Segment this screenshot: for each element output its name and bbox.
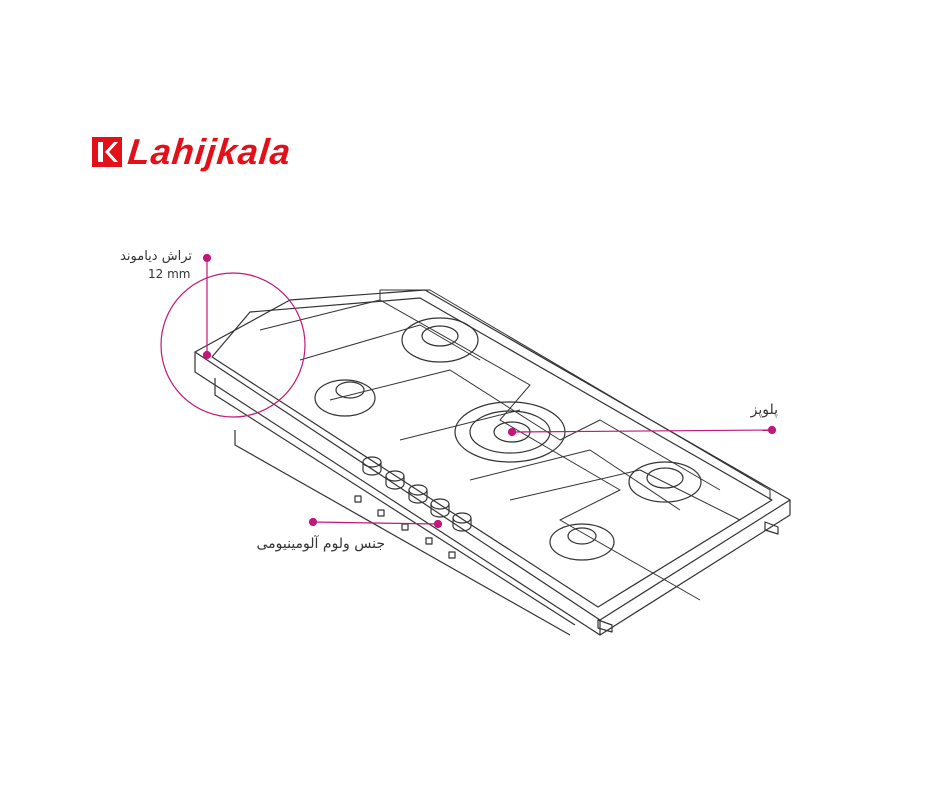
knobs-callout-title: جنس ولوم آلومینیومی (256, 536, 385, 552)
edge-callout-title: تراش دیاموند (120, 249, 192, 264)
burner (314, 379, 376, 417)
edge-detail-circle (160, 272, 306, 418)
knob (385, 470, 405, 490)
brand-logo: Lahijkala (92, 131, 293, 172)
foot (764, 521, 779, 535)
callout-lines (160, 253, 777, 529)
edge-callout-value: 12 mm (148, 267, 191, 281)
foot (597, 619, 613, 633)
knob (452, 512, 472, 532)
grates (259, 289, 771, 601)
knob (430, 498, 450, 518)
knobs (362, 456, 472, 532)
logo-mark-icon (92, 137, 122, 167)
wok-callout-title: پلوپز (750, 402, 778, 418)
knob (362, 456, 382, 476)
cooktop-body (194, 289, 791, 636)
burner (401, 317, 479, 363)
burner (628, 461, 702, 503)
knob (408, 484, 428, 504)
burner (549, 523, 615, 561)
